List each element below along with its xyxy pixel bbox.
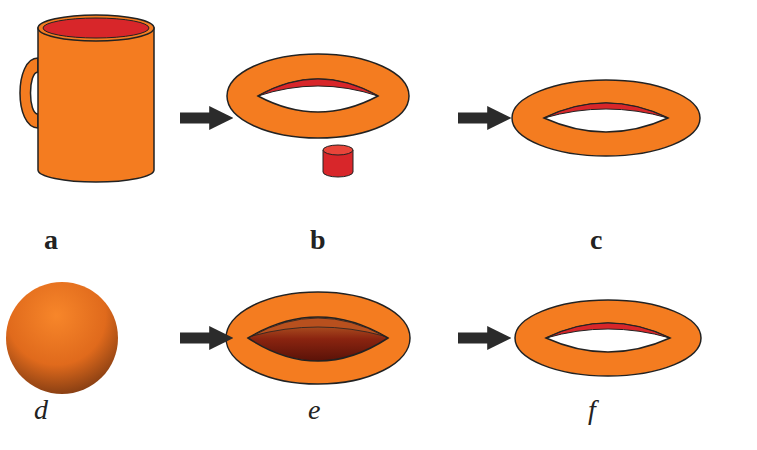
torus-with-cylinder: [227, 54, 409, 177]
figure-letter: d: [34, 396, 48, 424]
transform-arrow: [180, 118, 492, 338]
figure-letter: f: [588, 396, 596, 424]
torus: [512, 80, 700, 156]
mug: [20, 15, 154, 182]
sphere: [6, 282, 118, 394]
torus: [515, 300, 701, 376]
figure-letter: b: [310, 226, 326, 254]
dented-sphere: [226, 292, 410, 384]
figure-letter: c: [590, 226, 602, 254]
figure-letter: a: [44, 226, 58, 254]
figure-letter: e: [308, 396, 320, 424]
